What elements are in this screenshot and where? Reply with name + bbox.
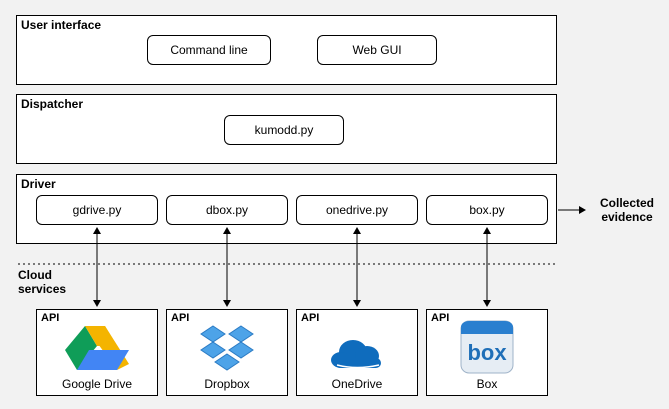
dbox-node: dbox.py	[166, 195, 288, 225]
user-interface-layer: User interface	[16, 15, 557, 85]
layer-title: Dispatcher	[21, 97, 84, 111]
kumodd-node: kumodd.py	[224, 115, 344, 145]
api-label: API	[41, 312, 60, 324]
service-name: Dropbox	[204, 377, 250, 391]
cloud-services-label: Cloud services	[18, 268, 66, 296]
layer-title: Driver	[21, 177, 56, 191]
cloud-label-line2: services	[18, 282, 67, 296]
box-icon: box	[460, 320, 514, 374]
collected-evidence-label: Collected evidence	[600, 196, 654, 224]
api-label: API	[301, 312, 320, 324]
onedrive-node: onedrive.py	[296, 195, 418, 225]
api-label: API	[431, 312, 450, 324]
service-name: Box	[476, 377, 498, 391]
layer-title: User interface	[21, 18, 102, 32]
svg-text:box: box	[467, 340, 507, 365]
onedrive-icon	[331, 340, 381, 369]
google-drive-box: API Google Drive	[36, 309, 158, 396]
dropbox-box: API Dropbox	[166, 309, 288, 396]
box-node: box.py	[426, 195, 548, 225]
dropbox-icon	[200, 325, 254, 371]
cloud-label-line1: Cloud	[18, 268, 52, 282]
onedrive-box: API OneDrive	[296, 309, 418, 396]
gdrive-node: gdrive.py	[36, 195, 158, 225]
api-label: API	[171, 312, 190, 324]
service-name: Google Drive	[61, 377, 133, 391]
collected-label-line1: Collected	[600, 196, 655, 210]
collected-label-line2: evidence	[601, 210, 653, 224]
google-drive-icon	[65, 326, 129, 370]
command-line-node: Command line	[147, 35, 271, 65]
service-name: OneDrive	[331, 377, 383, 391]
box-service-box: API box Box	[426, 309, 548, 396]
web-gui-node: Web GUI	[317, 35, 437, 65]
